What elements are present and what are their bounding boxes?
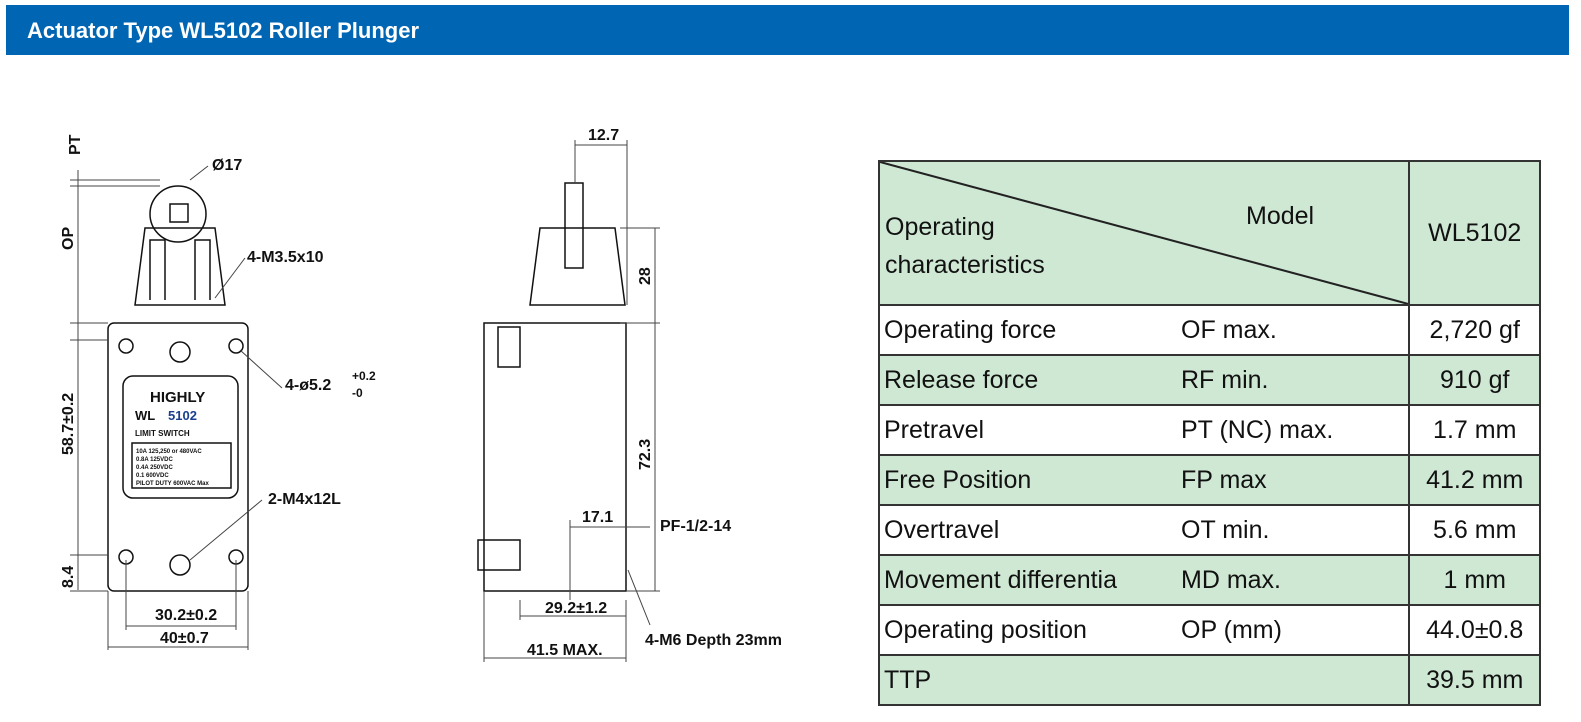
row-value: 1.7 mm <box>1408 404 1541 456</box>
row-name: Pretravel <box>878 404 1177 456</box>
label-model-prefix: WL <box>135 408 155 423</box>
side-body <box>483 322 627 592</box>
dim-roller: Ø17 <box>212 157 242 174</box>
dim-pt: PT <box>67 134 84 155</box>
row-symbol: OP (mm) <box>1177 604 1411 656</box>
tol-minus: -0 <box>352 386 363 400</box>
row-value: 41.2 mm <box>1408 454 1541 506</box>
row-name: Operating force <box>878 304 1177 356</box>
row-name: Overtravel <box>878 504 1177 556</box>
dim-hole: 4-ø5.2 <box>285 377 331 394</box>
tol-plus: +0.2 <box>352 369 376 383</box>
operating-characteristics-table: Model Operating characteristics WL5102 O… <box>877 160 1541 706</box>
side-view-drawing: 12.7 28 72.3 17.1 PF-1/2-14 29.2±1.2 41.… <box>477 127 782 662</box>
row-value: 39.5 mm <box>1408 654 1541 706</box>
corner-right-label: Model <box>1246 202 1315 230</box>
dim-screw-bottom: 2-M4x12L <box>268 491 341 508</box>
row-name: Operating position <box>878 604 1177 656</box>
row-value: 910 gf <box>1408 354 1541 406</box>
row-symbol <box>1177 654 1411 706</box>
switch-body <box>107 322 249 592</box>
label-rating: 0.4A 250VDC <box>136 465 173 471</box>
dim-op: OP <box>60 227 77 250</box>
section-title: Actuator Type WL5102 Roller Plunger <box>27 18 420 43</box>
model-header: WL5102 <box>1408 160 1541 306</box>
roller <box>149 185 207 243</box>
dim-mount: 4-M6 Depth 23mm <box>645 632 782 649</box>
row-symbol: MD max. <box>1177 554 1411 606</box>
dim-17: 17.1 <box>582 509 613 526</box>
dim-height: 58.7±0.2 <box>60 393 77 455</box>
row-name: Free Position <box>878 454 1177 506</box>
row-value: 1 mm <box>1408 554 1541 606</box>
row-symbol: OF max. <box>1177 304 1411 356</box>
label-rating: 10A 125,250 or 480VAC <box>136 449 202 455</box>
corner-cell: Model Operating characteristics <box>877 160 1411 306</box>
label-brand: HIGHLY <box>150 389 205 406</box>
actuator-head <box>134 227 226 306</box>
dim-width-inner: 30.2±0.2 <box>155 607 217 624</box>
row-value: 5.6 mm <box>1408 504 1541 556</box>
table-header-row: Model Operating characteristics WL5102 <box>877 160 1541 306</box>
row-name: Release force <box>878 354 1177 406</box>
row-value: 44.0±0.8 <box>1408 604 1541 656</box>
label-rating: 0.8A 125VDC <box>136 457 173 463</box>
label-rating: PILOT DUTY 600VAC Max <box>136 481 209 487</box>
row-value: 2,720 gf <box>1408 304 1541 356</box>
dim-max-width: 41.5 MAX. <box>527 642 603 659</box>
row-symbol: FP max <box>1177 454 1411 506</box>
corner-left-label: Operating characteristics <box>885 213 1045 279</box>
section-header: Actuator Type WL5102 Roller Plunger <box>6 5 1569 55</box>
label-type: LIMIT SWITCH <box>135 429 190 438</box>
row-symbol: PT (NC) max. <box>1177 404 1411 456</box>
front-view-drawing: PT OP Ø17 4-M3.5x10 4-ø5.2 +0.2 -0 58.7±… <box>60 134 376 650</box>
dim-29: 29.2±1.2 <box>545 600 607 617</box>
dim-conduit: PF-1/2-14 <box>660 518 731 535</box>
label-rating: 0.1 600VDC <box>136 473 169 479</box>
row-symbol: RF min. <box>1177 354 1411 406</box>
row-symbol: OT min. <box>1177 504 1411 556</box>
row-name: Movement differentia <box>878 554 1177 606</box>
row-name: TTP <box>878 654 1177 706</box>
dim-72: 72.3 <box>637 439 654 470</box>
dim-screw-top: 4-M3.5x10 <box>247 249 324 266</box>
dim-28: 28 <box>637 267 654 285</box>
dim-bottom: 8.4 <box>60 566 77 588</box>
dim-width-outer: 40±0.7 <box>160 630 209 647</box>
dim-top-width: 12.7 <box>588 127 619 144</box>
table-row: TTP 39.5 mm <box>878 654 1541 706</box>
nameplate <box>122 375 239 499</box>
label-model-num: 5102 <box>168 408 197 423</box>
